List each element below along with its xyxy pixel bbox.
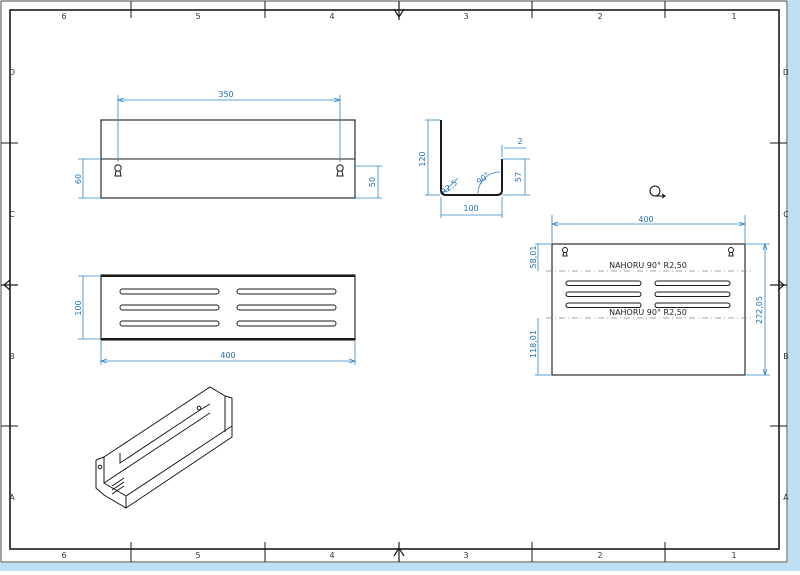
zone-col-4-bottom: 4 bbox=[329, 551, 334, 560]
bend-note-top: NAHORU 90° R2,50 bbox=[609, 261, 687, 270]
dim-top-length: 400 bbox=[220, 351, 235, 360]
isometric-view bbox=[95, 386, 233, 509]
top-view-outline bbox=[100, 274, 356, 341]
zone-row-c-right: C bbox=[783, 210, 789, 219]
dim-flat-segment-bottom: 118,01 bbox=[529, 330, 538, 358]
zone-col-6-top: 6 bbox=[61, 12, 66, 21]
zone-labels: 6 5 4 3 2 1 6 5 4 3 2 1 D C B A D C B A bbox=[9, 12, 789, 560]
zone-col-1-top: 1 bbox=[731, 12, 736, 21]
zone-col-3-top: 3 bbox=[463, 12, 468, 21]
zone-col-2-top: 2 bbox=[597, 12, 602, 21]
zone-row-b-right: B bbox=[783, 352, 789, 361]
zone-col-1-bottom: 1 bbox=[731, 551, 736, 560]
centering-arrows bbox=[1, 1, 787, 562]
zone-row-a-right: A bbox=[783, 493, 789, 502]
dim-profile-height: 120 bbox=[418, 151, 427, 166]
zone-row-c-left: C bbox=[9, 210, 15, 219]
zone-row-d-left: D bbox=[9, 68, 15, 77]
top-view: 100 400 bbox=[74, 274, 357, 365]
zone-row-a-left: A bbox=[9, 493, 15, 502]
dim-front-back-height: 50 bbox=[368, 177, 377, 187]
u-channel-profile bbox=[440, 120, 503, 196]
zone-col-6-bottom: 6 bbox=[61, 551, 66, 560]
dim-lip-height: 57 bbox=[514, 172, 523, 182]
zone-col-3-bottom: 3 bbox=[463, 551, 468, 560]
keyhole-icon bbox=[728, 247, 734, 257]
dim-flat-segment-top: 58,01 bbox=[529, 246, 538, 269]
bend-note-bottom: NAHORU 90° R2,50 bbox=[609, 308, 687, 317]
dim-flat-length: 400 bbox=[638, 215, 653, 224]
projection-symbol-icon bbox=[649, 185, 666, 199]
ventilation-slots bbox=[119, 288, 337, 327]
dim-profile-width: 100 bbox=[463, 204, 478, 213]
flat-pattern-outline bbox=[551, 243, 746, 376]
zone-row-b-left: B bbox=[9, 352, 15, 361]
zone-col-4-top: 4 bbox=[329, 12, 334, 21]
zone-col-5-top: 5 bbox=[195, 12, 200, 21]
side-profile-view: 120 R2,5 90° 2 57 100 bbox=[418, 119, 530, 218]
zone-col-5-bottom: 5 bbox=[195, 551, 200, 560]
flat-ventilation-slots bbox=[565, 280, 731, 308]
outer-frame bbox=[0, 0, 788, 563]
flat-pattern-view: NAHORU 90° R2,50 NAHORU 90° R2,50 400 58… bbox=[529, 215, 770, 377]
keyhole-icon bbox=[562, 247, 568, 257]
dim-thickness: 2 bbox=[517, 137, 522, 146]
sheet-bottom-edge bbox=[0, 563, 800, 571]
keyhole-icon bbox=[114, 164, 122, 177]
zone-ticks-top bbox=[1, 1, 787, 562]
dim-top-depth: 100 bbox=[74, 300, 83, 315]
zone-row-d-right: D bbox=[783, 68, 789, 77]
dim-front-width: 350 bbox=[218, 90, 233, 99]
keyhole-icon bbox=[336, 164, 344, 177]
front-view: 350 60 50 bbox=[74, 90, 382, 199]
inner-frame bbox=[9, 9, 780, 550]
zone-col-2-bottom: 2 bbox=[597, 551, 602, 560]
dim-bend-radius: R2,5 bbox=[439, 178, 459, 197]
dim-front-total-height: 60 bbox=[74, 174, 83, 184]
dim-flat-total-height: 272,05 bbox=[755, 296, 764, 324]
dim-bend-angle: 90° bbox=[475, 170, 492, 186]
sheet-right-edge bbox=[788, 0, 800, 571]
